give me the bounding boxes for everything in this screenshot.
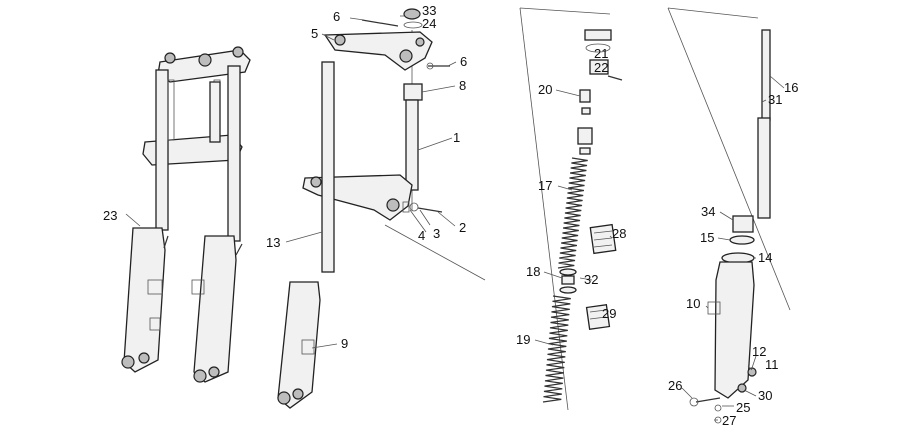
label-13: 13	[266, 235, 280, 250]
label-3: 3	[433, 226, 440, 241]
assembled-fork	[121, 46, 251, 383]
label-6-top: 6	[333, 9, 340, 24]
label-21: 21	[594, 46, 608, 61]
label-23: 23	[103, 208, 117, 223]
label-9: 9	[341, 336, 348, 351]
label-30: 30	[758, 388, 772, 403]
label-8: 8	[459, 78, 466, 93]
label-19: 19	[516, 332, 530, 347]
label-15: 15	[700, 230, 714, 245]
label-29: 29	[602, 306, 616, 321]
label-10: 10	[686, 296, 700, 311]
label-16: 16	[784, 80, 798, 95]
part-labels: 23 13 9 1 2 3 4 5 6 6 8 33 24 21 22 20 1…	[103, 3, 798, 428]
label-28: 28	[612, 226, 626, 241]
label-17: 17	[538, 178, 552, 193]
label-25: 25	[736, 400, 750, 415]
label-34: 34	[701, 204, 715, 219]
leader-lines	[125, 15, 785, 421]
right-slider-exploded	[667, 7, 791, 424]
label-31: 31	[768, 92, 782, 107]
label-27: 27	[722, 413, 736, 428]
label-14: 14	[758, 250, 772, 265]
label-33: 33	[422, 3, 436, 18]
label-18: 18	[526, 264, 540, 279]
fork-internals	[519, 7, 623, 411]
label-20: 20	[538, 82, 552, 97]
label-26: 26	[668, 378, 682, 393]
label-32: 32	[584, 272, 598, 287]
label-24: 24	[422, 16, 436, 31]
label-11: 11	[765, 357, 779, 372]
label-5: 5	[311, 26, 318, 41]
label-12: 12	[752, 344, 766, 359]
label-1: 1	[453, 130, 460, 145]
label-22: 22	[594, 60, 608, 75]
label-4: 4	[418, 228, 425, 243]
label-6-right: 6	[460, 54, 467, 69]
label-2: 2	[459, 220, 466, 235]
exploded-yokes	[277, 8, 486, 409]
